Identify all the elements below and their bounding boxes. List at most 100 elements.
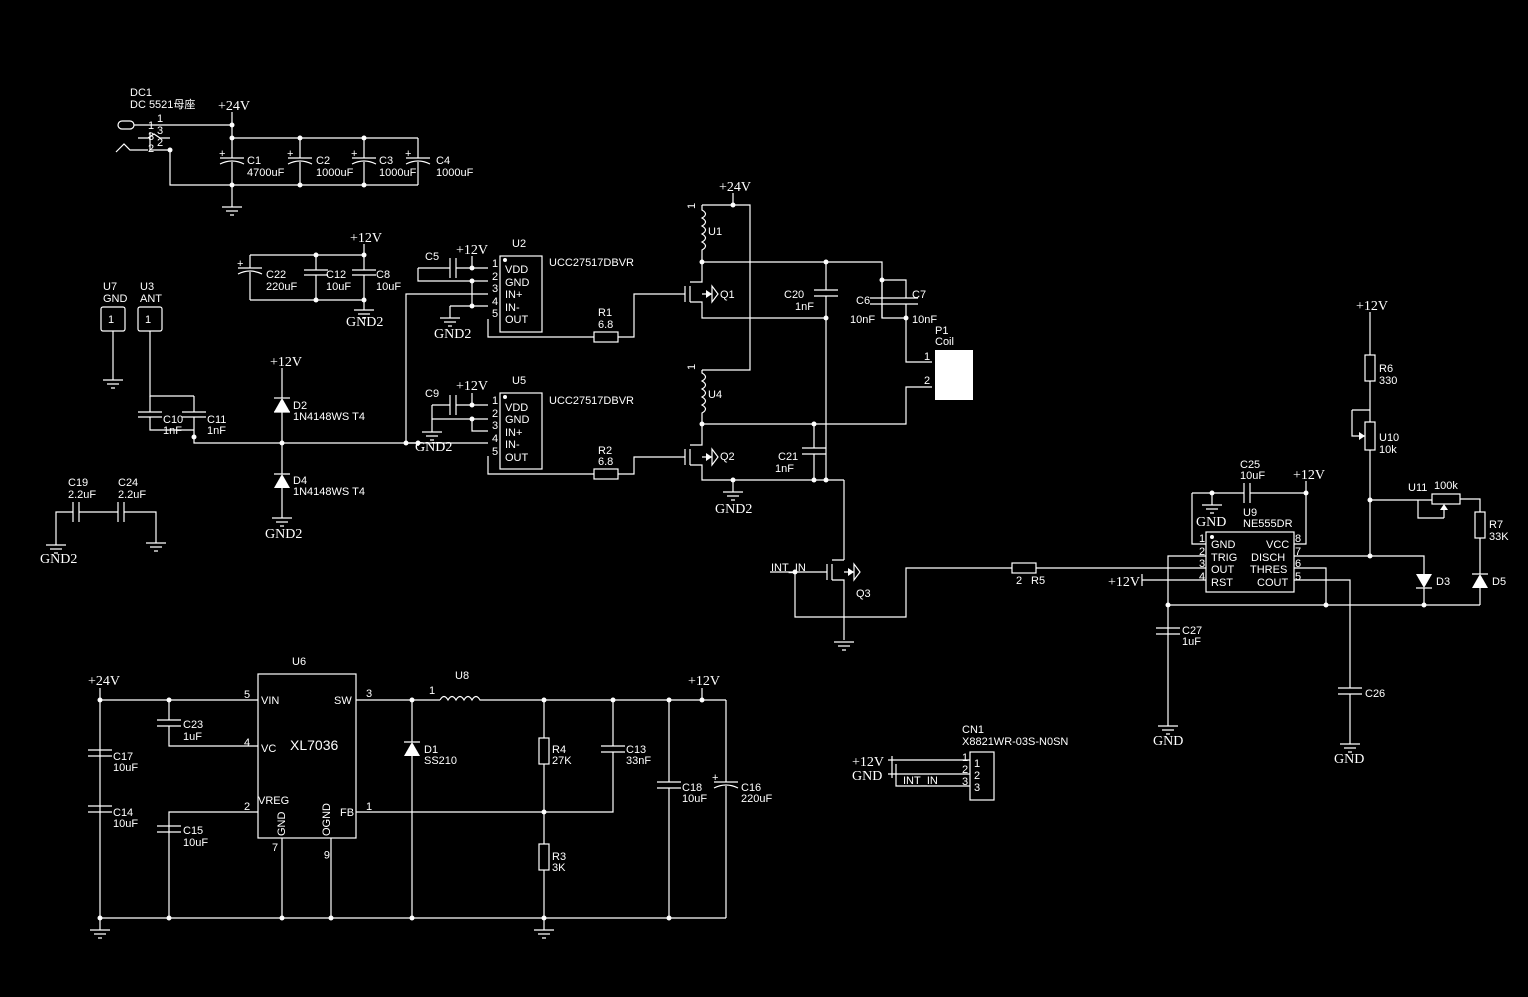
c18-value: 10uF: [682, 793, 707, 805]
svg-text:+: +: [712, 772, 718, 784]
u6-pin-sw: SW: [334, 695, 352, 707]
c26-ref: C26: [1365, 688, 1385, 700]
net-12v-u2: +12V: [456, 243, 488, 258]
ne555-l2-num: 2: [1199, 546, 1205, 558]
inductor-u8: U8 1: [429, 670, 726, 702]
c19-ref: C19: [68, 477, 88, 489]
ne555-r3-name: THRES: [1250, 564, 1287, 576]
d1-value: SS210: [424, 755, 457, 767]
net-gnd2-decoup: GND2: [346, 315, 383, 330]
net-gnd2-u5: GND2: [415, 440, 452, 455]
r2-ref: R2: [598, 445, 612, 457]
cap-c15: C15 10uF: [157, 825, 208, 849]
u6-pin-vreg: VREG: [258, 795, 289, 807]
u5-pin1-name: VDD: [505, 402, 528, 414]
u3-ref: U3: [140, 281, 154, 293]
net-12v-u5: +12V: [456, 379, 488, 394]
net-12v-decoup: +12V: [350, 231, 382, 246]
cap-c11: C11 1nF: [182, 396, 226, 437]
cap-c1: + C1 4700uF: [219, 138, 285, 185]
net-gnd-cn1: GND: [852, 769, 882, 784]
ne555-r2-num: 7: [1295, 546, 1301, 558]
r4-ref: R4: [552, 744, 566, 756]
net-12v-cn1: +12V: [852, 755, 884, 770]
cap-c3: + C3 1000uF: [351, 135, 417, 188]
svg-text:+: +: [351, 148, 357, 160]
dc1-pin-d: 3: [157, 125, 163, 137]
u10-ref: U10: [1379, 432, 1399, 444]
cap-c12: C12 10uF: [304, 255, 351, 300]
cap-c25: C25 10uF: [1192, 459, 1306, 503]
u1-pin: 1: [686, 203, 698, 209]
c19-value: 2.2uF: [68, 489, 96, 501]
cap-c22: + C22 220uF: [237, 255, 297, 300]
d3-ref: D3: [1436, 576, 1450, 588]
cap-c2: + C2 1000uF: [287, 135, 354, 188]
potentiometer-u10: U10 10k: [1351, 409, 1399, 456]
cn1-pin1: 1: [974, 758, 980, 770]
diode-d5: D5: [1472, 573, 1506, 605]
c14-ref: C14: [113, 807, 133, 819]
cap-c20: C20 1nF: [784, 262, 838, 318]
ne555-l3-num: 3: [1199, 558, 1205, 570]
svg-text:+: +: [287, 148, 293, 160]
p1-value: Coil: [935, 336, 954, 348]
r3-ref: R3: [552, 851, 566, 863]
coil-p1: P1 Coil 1 2: [814, 325, 973, 425]
u6-value: XL7036: [290, 737, 338, 753]
u6-num-sw: 3: [366, 688, 372, 700]
diode-d2: D2 1N4148WS T4: [274, 368, 365, 443]
c22-value: 220uF: [266, 281, 297, 293]
resistor-r2: R2 6.8: [593, 445, 680, 480]
ne555-r2-name: DISCH: [1251, 552, 1285, 564]
q2-ref: Q2: [720, 451, 735, 463]
cap-c8: C8 10uF: [352, 255, 401, 300]
cn1-value: X8821WR-03S-N0SN: [962, 736, 1068, 748]
u6-num-gnd: 7: [272, 842, 278, 854]
cap-c14: C14 10uF: [88, 805, 138, 830]
cn1-pinnum1: 1: [962, 752, 968, 764]
c6-value: 10nF: [850, 314, 875, 326]
cap-c21: C21 1nF: [775, 447, 826, 480]
u2-value: UCC27517DBVR: [549, 257, 634, 269]
p1-pin2: 2: [924, 375, 930, 387]
r3-value: 3K: [552, 862, 566, 874]
d1-ref: D1: [424, 744, 438, 756]
c24-value: 2.2uF: [118, 489, 146, 501]
c12-ref: C12: [326, 269, 346, 281]
c25-value: 10uF: [1240, 470, 1265, 482]
dc1-pin-a: 1: [148, 120, 154, 132]
u2-pin5-num: 5: [492, 308, 498, 320]
u8-ref: U8: [455, 670, 469, 682]
r7-value: 33K: [1489, 531, 1509, 543]
net-12v-buck: +12V: [688, 674, 720, 689]
c1-ref: C1: [247, 155, 261, 167]
u7-testpoint: U7 GND 1: [100, 281, 128, 389]
c20-value: 1nF: [795, 301, 814, 313]
net-gnd2-stage: GND2: [715, 502, 752, 517]
net-gnd2-clamp: GND2: [265, 527, 302, 542]
ne555-r4-num: 5: [1295, 571, 1301, 583]
potentiometer-u11: U11 100k: [1408, 480, 1481, 518]
c2-value: 1000uF: [316, 167, 354, 179]
c3-value: 1000uF: [379, 167, 417, 179]
connector-cn1: CN1 X8821WR-03S-N0SN 1 2 3 1 2 3: [962, 724, 1068, 801]
cap-c18: C18 10uF: [657, 700, 707, 918]
c15-value: 10uF: [183, 837, 208, 849]
u5-pin1-num: 1: [492, 395, 498, 407]
c9-ref: C9: [425, 388, 439, 400]
dc1-ref: DC1: [130, 87, 152, 99]
c23-ref: C23: [183, 719, 203, 731]
u2-pin2-name: GND: [505, 277, 530, 289]
u6-num-fb: 1: [366, 801, 372, 813]
cn1-pin3: 3: [974, 782, 980, 794]
r6-ref: R6: [1379, 363, 1393, 375]
cap-c13: C13 33nF: [601, 700, 651, 767]
c7-ref: C7: [912, 289, 926, 301]
u4-pin: 1: [686, 364, 698, 370]
r1-value: 6.8: [598, 319, 613, 331]
cap-c19: C19 2.2uF: [55, 477, 118, 545]
net-gnd-c26: GND: [1334, 752, 1364, 767]
c13-ref: C13: [626, 744, 646, 756]
c11-value: 1nF: [207, 425, 226, 437]
